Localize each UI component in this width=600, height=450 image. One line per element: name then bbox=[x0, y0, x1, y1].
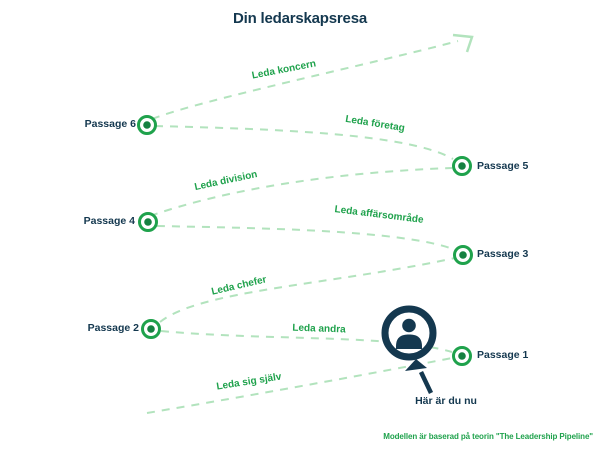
passage-2-node bbox=[141, 319, 161, 339]
you-are-here-arrow-icon bbox=[405, 359, 434, 394]
passage-nodes bbox=[137, 115, 473, 366]
passage-5-label: Passage 5 bbox=[477, 160, 529, 172]
source-footnote: Modellen är baserad på teorin "The Leade… bbox=[383, 432, 593, 441]
path-leda-division bbox=[149, 167, 453, 217]
passage-4-node bbox=[138, 212, 158, 232]
path-leda-koncern bbox=[151, 40, 459, 120]
person-icon bbox=[381, 305, 437, 361]
page-title: Din ledarskapsresa bbox=[233, 10, 367, 27]
stage-leda-andra-label: Leda andra bbox=[292, 322, 346, 336]
path-leda-chefer bbox=[159, 257, 456, 323]
passage-2-label: Passage 2 bbox=[87, 322, 139, 334]
passage-4-label: Passage 4 bbox=[83, 215, 135, 227]
you-are-here-label: Här är du nu bbox=[415, 395, 477, 407]
person-icon-body bbox=[396, 334, 422, 349]
passage-6-label: Passage 6 bbox=[84, 118, 136, 130]
path-leda-sig-sjalv bbox=[146, 357, 453, 414]
path-leda-affarsomrade bbox=[156, 225, 454, 250]
passage-1-label: Passage 1 bbox=[477, 349, 529, 361]
passage-3-node bbox=[453, 245, 473, 265]
passage-1-node bbox=[452, 346, 472, 366]
journey-arrowhead-icon bbox=[452, 33, 474, 53]
passage-5-node bbox=[452, 156, 472, 176]
person-icon-ring bbox=[381, 305, 437, 361]
passage-3-label: Passage 3 bbox=[477, 248, 529, 260]
journey-dashed-path bbox=[146, 40, 459, 414]
path-leda-foretag bbox=[154, 125, 454, 160]
person-icon-head bbox=[402, 318, 416, 333]
passage-6-node bbox=[137, 115, 157, 135]
